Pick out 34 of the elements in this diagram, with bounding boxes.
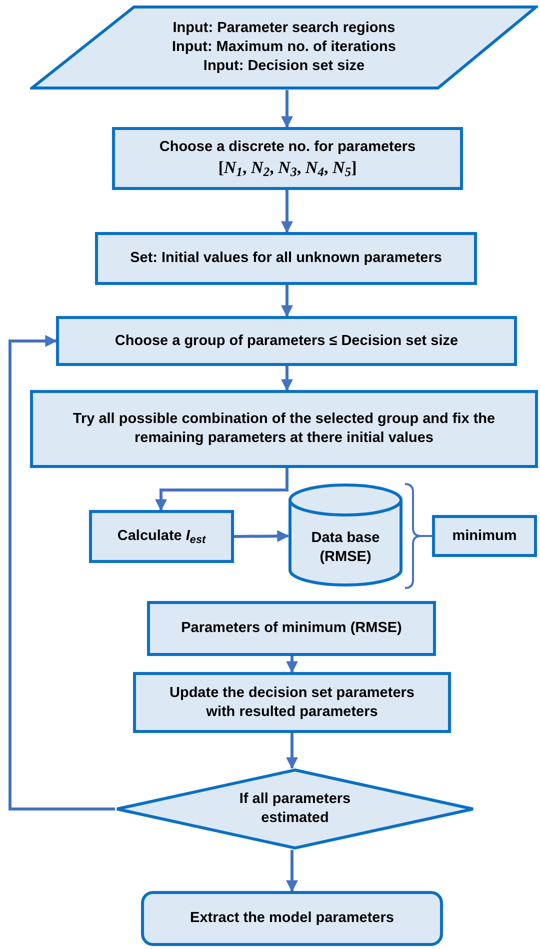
process-box [133,672,451,733]
arrow [281,285,293,318]
arrow [281,366,293,392]
arrow [281,90,293,128]
result-box [432,515,537,557]
arrow [155,468,288,512]
node-text: Parameters of minimum (RMSE) [181,619,402,638]
node-text: Input: Maximum no. of iterations [172,38,396,57]
node-text: Try all possible combination of the selected group and fix the remaining parameters at there initial values [72,410,496,448]
node-text: Extract the model parameters [190,909,394,928]
node-text: Choose a discrete no. for parameters [159,138,416,157]
node-text: Calculate I$_{est}$ [117,527,206,546]
arrow [281,190,293,234]
process-box [30,390,538,468]
arrow [286,733,298,770]
node-text: Update the decision set parameters with resulted parameters [168,684,416,722]
formula-text: [N$_{1}$, N$_{2}$, N$_{3}$, N$_{4}$, N$_{5}$] [218,156,357,179]
node-text: Input: Parameter search regions [172,19,396,38]
process-box [112,127,463,190]
process-box [89,510,234,563]
node-text: Input: Decision set size [203,56,365,76]
node-text: Data base (RMSE) [310,529,381,567]
node-text: Set: Initial values for all unknown parameters [130,249,442,268]
process-box [147,601,436,656]
arrow [286,850,298,892]
arrow [286,656,298,674]
terminal-box [141,891,443,946]
node-text: Choose a group of parameters ≤ Decision set size [114,332,458,350]
node-text: If all parameters estimated [238,790,352,828]
arrow [8,335,115,810]
node-text: minimum [452,526,517,546]
process-box [56,316,517,366]
arrow [234,530,290,542]
process-box [95,232,477,285]
